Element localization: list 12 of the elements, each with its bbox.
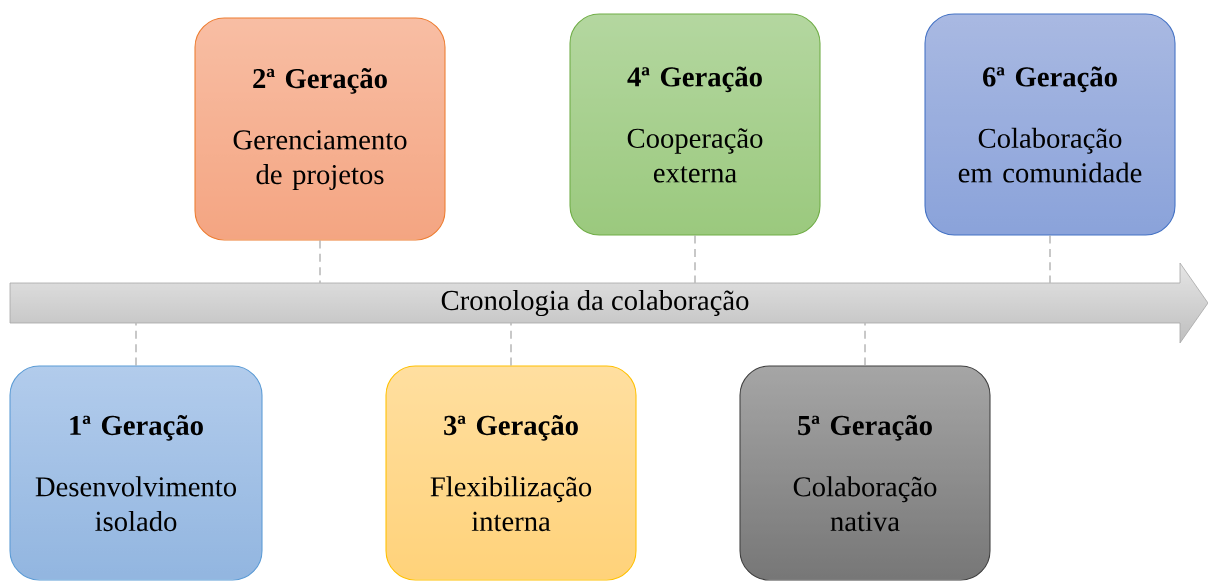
generation-box: 2ª Geração Gerenciamento de projetos	[194, 17, 446, 241]
connector-line	[135, 322, 137, 366]
connector-line	[319, 240, 321, 284]
generation-box: 6ª Geração Colaboração em comunidade	[924, 13, 1176, 236]
connector-line	[864, 322, 866, 366]
connector-line	[694, 235, 696, 284]
generation-box: 4ª Geração Cooperação externa	[569, 13, 821, 236]
connector-line	[1049, 235, 1051, 284]
generation-box: 5ª Geração Colaboração nativa	[739, 365, 991, 581]
generation-box: 3ª Geração Flexibilização interna	[385, 365, 637, 581]
generation-box: 1ª Geração Desenvolvimento isolado	[9, 365, 263, 581]
connector-line	[510, 322, 512, 366]
